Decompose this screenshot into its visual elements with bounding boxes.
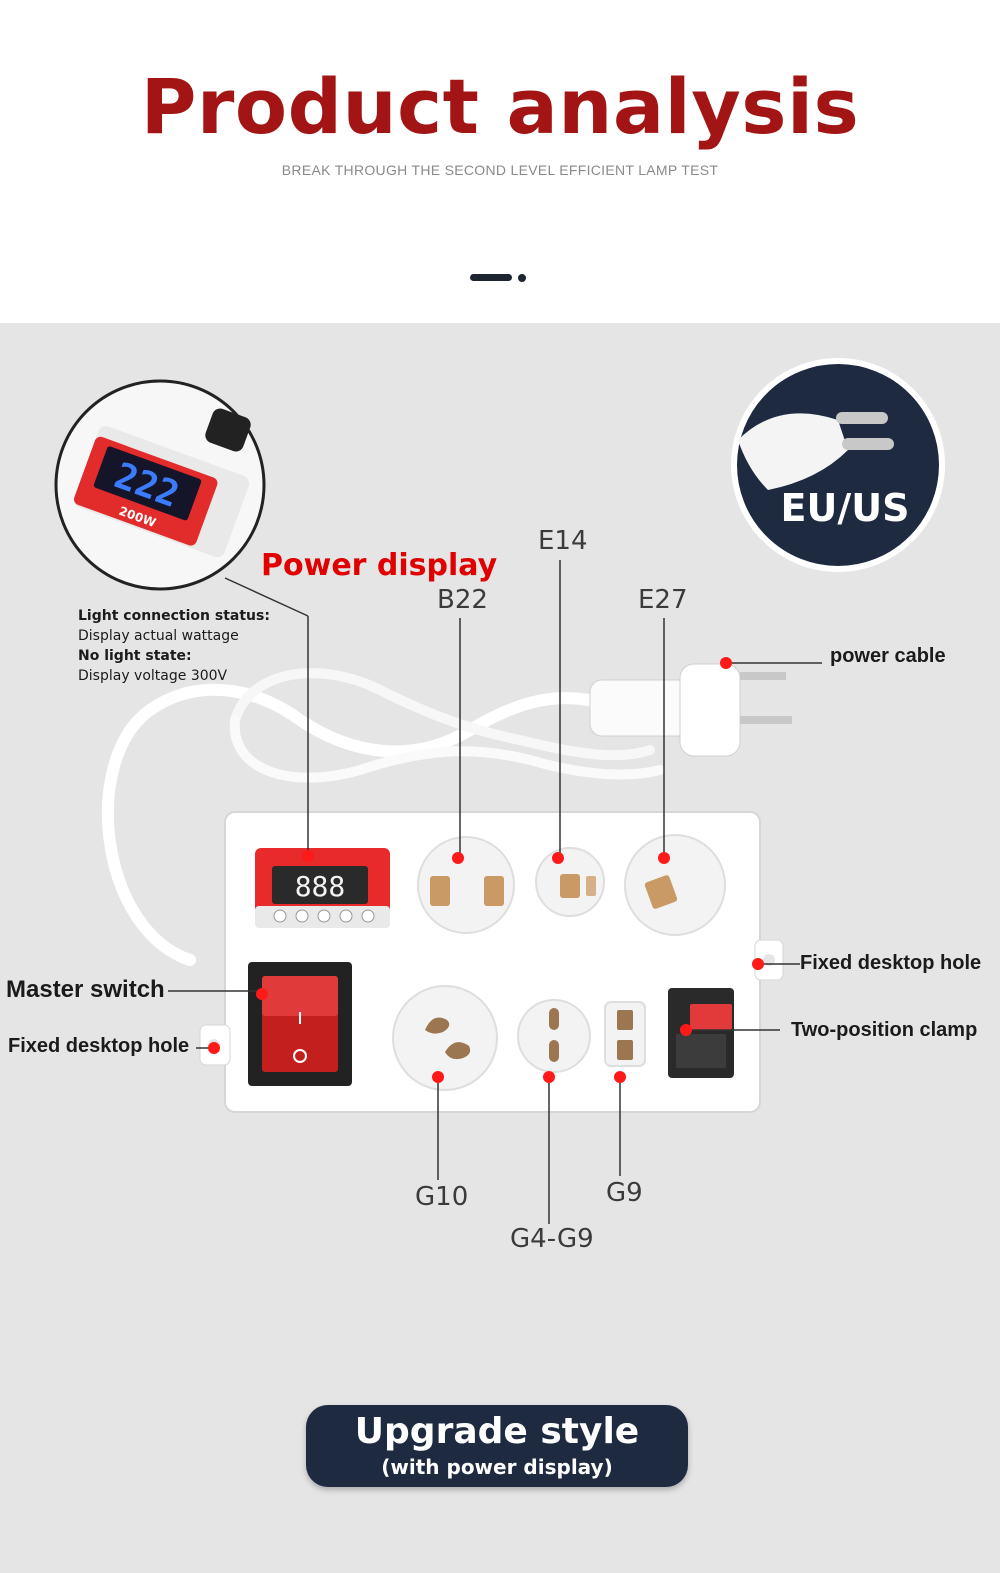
socket-g4-g9 [517,999,591,1073]
power-cable-label: power cable [830,645,946,667]
socket-e14 [535,847,605,917]
two-position-clamp [668,988,734,1078]
display-zoom-circle: 222 200W [54,379,266,591]
label-g9: G9 [606,1178,643,1208]
page-title: Product analysis [140,62,860,151]
label-e27: E27 [638,585,688,615]
socket-g9 [604,1001,646,1067]
master-switch-label: Master switch [6,976,165,1003]
us-plug [589,663,792,757]
header-section [0,0,1000,323]
callout-lines [168,560,822,1224]
fixed-hole-left-label: Fixed desktop hole [8,1035,190,1057]
wattage-display: 888 [255,848,390,928]
page-subtitle: BREAK THROUGH THE SECOND LEVEL EFFICIENT… [281,162,719,178]
upgrade-title: Upgrade style [354,1411,640,1452]
fixed-hole-right-label: Fixed desktop hole [800,952,982,974]
socket-g10 [392,985,498,1091]
power-display-label: Power display [261,548,498,583]
divider-dash [470,274,512,281]
connected-heading: Light connection status: [78,608,270,624]
master-switch [248,962,352,1086]
power-display-description: Light connection status: Display actual … [78,606,270,686]
upgrade-badge: Upgrade style (with power display) [306,1405,688,1487]
socket-e27 [624,834,726,936]
divider-dot [518,274,526,282]
eu-us-label: EU/US [780,486,910,530]
label-b22: B22 [437,585,488,615]
label-g4-g9: G4-G9 [510,1224,594,1254]
label-g10: G10 [415,1182,469,1212]
connected-text: Display actual wattage [78,628,239,644]
no-light-heading: No light state: [78,648,192,664]
socket-b22 [417,836,515,934]
upgrade-subtitle: (with power display) [381,1455,613,1479]
clamp-label: Two-position clamp [791,1019,978,1041]
svg-text:888: 888 [295,870,346,903]
eu-us-badge [731,358,945,572]
no-light-text: Display voltage 300V [78,668,228,684]
label-e14: E14 [538,526,588,556]
callout-dots [208,657,764,1083]
